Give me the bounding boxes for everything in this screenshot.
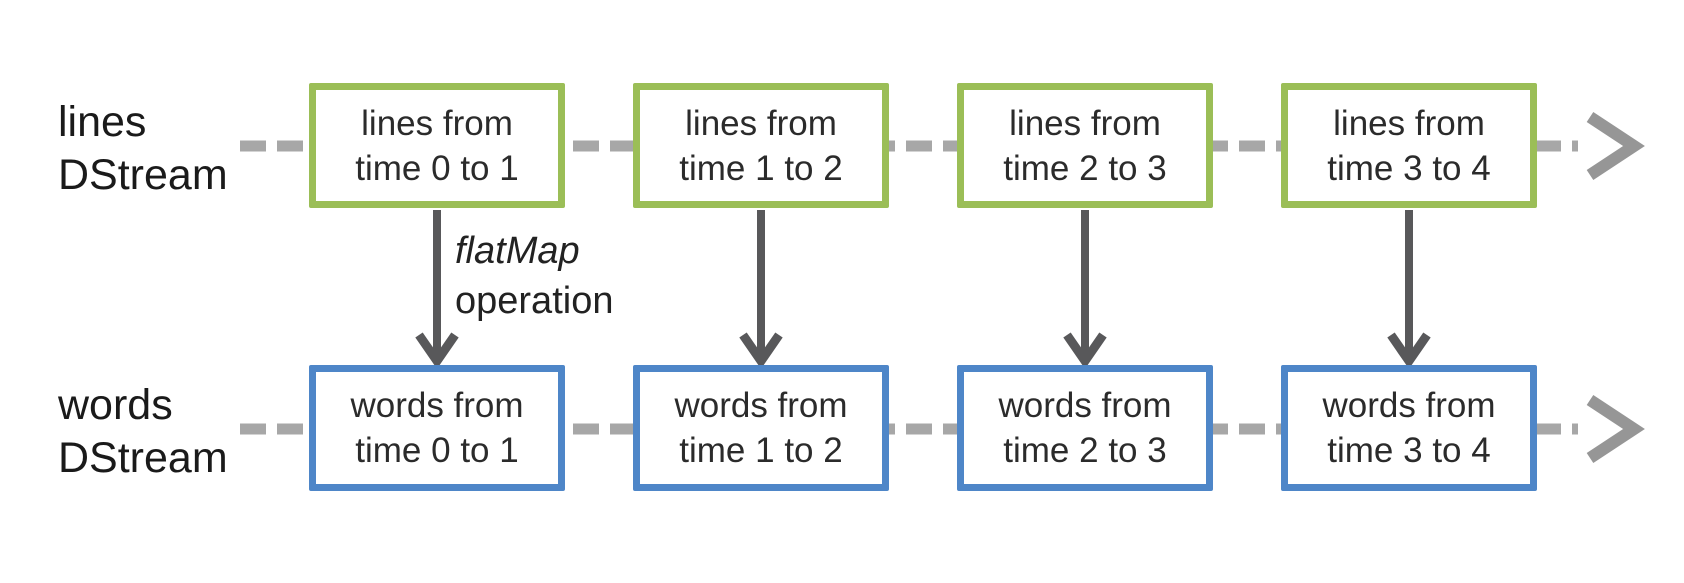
lines-box-2-line2: time 2 to 3 — [1003, 148, 1167, 188]
flatmap-operation-label: flatMap operation — [455, 226, 613, 326]
words-box-time-2-3: words from time 2 to 3 — [957, 365, 1213, 491]
words-dstream-label-line2: DStream — [58, 434, 228, 482]
words-box-time-1-2: words from time 1 to 2 — [633, 365, 889, 491]
lines-box-3-line1: lines from — [1333, 103, 1485, 143]
lines-box-2-line1: lines from — [1009, 103, 1161, 143]
lines-box-1-line2: time 1 to 2 — [679, 148, 843, 188]
words-box-1-line2: time 1 to 2 — [679, 431, 843, 470]
words-dstream-label: words DStream — [58, 379, 288, 485]
lines-dstream-label: lines DStream — [58, 96, 288, 202]
words-box-0-line2: time 0 to 1 — [355, 431, 519, 470]
words-box-2-line1: words from — [998, 386, 1172, 425]
words-box-0-line1: words from — [350, 386, 524, 425]
flatmap-down-arrow-icon-2 — [1063, 210, 1107, 369]
lines-box-time-3-4: lines from time 3 to 4 — [1281, 83, 1537, 208]
lines-box-3-line2: time 3 to 4 — [1327, 148, 1491, 188]
flatmap-down-arrow-icon-0 — [415, 210, 459, 369]
lines-box-1-line1: lines from — [685, 103, 837, 143]
lines-dstream-label-line1: lines — [58, 98, 147, 146]
lines-dstream-label-line2: DStream — [58, 151, 228, 199]
words-dstream-label-line1: words — [58, 381, 173, 429]
lines-box-0-line2: time 0 to 1 — [355, 148, 519, 188]
words-box-2-line2: time 2 to 3 — [1003, 431, 1167, 470]
operation-suffix: operation — [455, 280, 614, 322]
words-box-3-line1: words from — [1322, 386, 1496, 425]
words-box-time-3-4: words from time 3 to 4 — [1281, 365, 1537, 491]
lines-box-time-2-3: lines from time 2 to 3 — [957, 83, 1213, 208]
lines-box-time-1-2: lines from time 1 to 2 — [633, 83, 889, 208]
flatmap-down-arrow-icon-1 — [739, 210, 783, 369]
lines-box-time-0-1: lines from time 0 to 1 — [309, 83, 565, 208]
words-box-3-line2: time 3 to 4 — [1327, 431, 1491, 470]
lines-box-0-line1: lines from — [361, 103, 513, 143]
operation-name: flatMap — [455, 230, 580, 272]
flatmap-down-arrow-icon-3 — [1387, 210, 1431, 369]
words-box-1-line1: words from — [674, 386, 848, 425]
words-box-time-0-1: words from time 0 to 1 — [309, 365, 565, 491]
